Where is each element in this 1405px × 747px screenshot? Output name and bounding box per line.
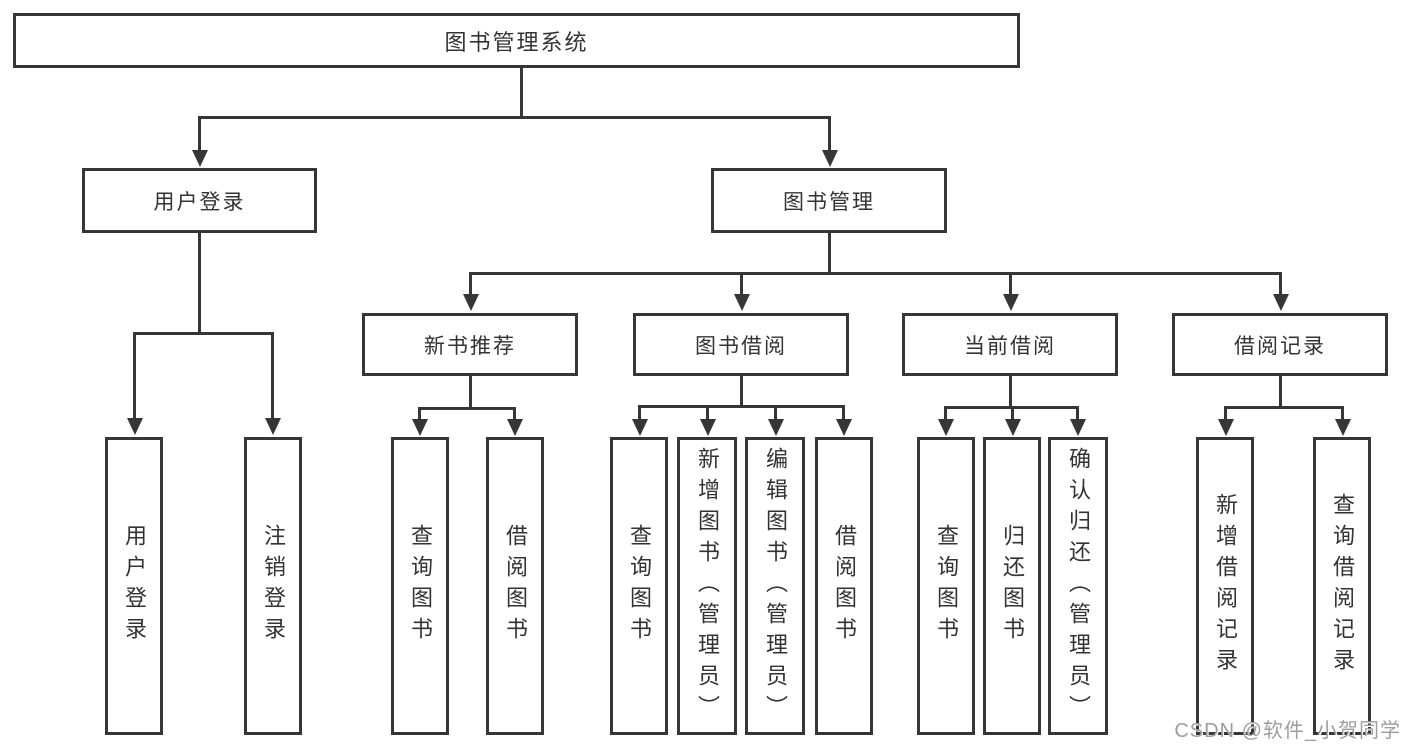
leaf-borrow-book-2: 借阅图书: [815, 437, 873, 735]
connector-arrow-down: [842, 405, 845, 419]
node-borrowing-records: 借阅记录: [1172, 313, 1388, 376]
leaf-add-book-admin: 新增图书（管理员）: [677, 437, 737, 735]
connector-line: [740, 374, 743, 408]
leaf-user-login: 用户登录: [105, 437, 163, 735]
leaf-edit-book-admin: 编辑图书（管理员）: [745, 437, 805, 735]
leaf-label: 查询图书: [934, 524, 959, 648]
connector-arrow-down: [271, 332, 274, 418]
connector-arrow-down: [418, 407, 421, 419]
connector-line: [469, 374, 472, 410]
leaf-add-borrow-record: 新增借阅记录: [1196, 437, 1254, 735]
leaf-logout: 注销登录: [244, 437, 302, 735]
connector-arrow-down: [706, 405, 709, 419]
connector-arrow-down: [1341, 406, 1344, 419]
leaf-label: 查询图书: [627, 524, 652, 648]
leaf-label: 注销登录: [261, 524, 286, 648]
connector-line: [638, 405, 845, 408]
connector-line: [1279, 374, 1282, 409]
connector-line: [469, 272, 1282, 275]
leaf-label: 查询借阅记录: [1330, 493, 1355, 679]
connector-arrow-down: [469, 272, 472, 294]
connector-arrow-down: [513, 407, 516, 419]
leaf-label: 用户登录: [122, 524, 147, 648]
leaf-label: 归还图书: [1000, 524, 1025, 648]
connector-arrow-down: [1011, 406, 1014, 419]
connector-arrow-down: [740, 272, 743, 294]
leaf-confirm-return-admin: 确认归还（管理员）: [1048, 437, 1108, 735]
connector-line: [198, 116, 831, 119]
connector-line: [828, 231, 831, 275]
node-user-login: 用户登录: [82, 168, 317, 233]
connector-arrow-down: [1076, 406, 1079, 419]
connector-arrow-down: [1224, 406, 1227, 419]
connector-arrow-down: [133, 332, 136, 418]
connector-line: [198, 231, 201, 335]
node-book-management: 图书管理: [711, 168, 947, 233]
leaf-label: 查询图书: [408, 524, 433, 648]
leaf-return-book: 归还图书: [983, 437, 1041, 735]
connector-arrow-down: [1009, 272, 1012, 294]
leaf-borrow-book-1: 借阅图书: [486, 437, 544, 735]
connector-arrow-down: [1279, 272, 1282, 294]
connector-arrow-down: [638, 405, 641, 419]
leaf-query-book-3: 查询图书: [917, 437, 975, 735]
connector-arrow-down: [774, 405, 777, 419]
node-new-book-recommend: 新书推荐: [362, 313, 578, 376]
connector-line: [520, 66, 523, 119]
connector-line: [1224, 406, 1343, 409]
leaf-query-book-2: 查询图书: [610, 437, 668, 735]
connector-arrow-down: [828, 116, 831, 150]
connector-arrow-down: [944, 406, 947, 419]
leaf-query-borrow-record: 查询借阅记录: [1313, 437, 1371, 735]
leaf-query-book-1: 查询图书: [391, 437, 449, 735]
leaf-label: 编辑图书（管理员）: [763, 446, 788, 726]
node-current-borrowing: 当前借阅: [902, 313, 1118, 376]
leaf-label: 新增图书（管理员）: [695, 446, 720, 726]
leaf-label: 确认归还（管理员）: [1066, 446, 1091, 726]
node-book-borrowing: 图书借阅: [633, 313, 849, 376]
connector-arrow-down: [198, 116, 201, 150]
connector-line: [133, 332, 274, 335]
watermark: CSDN @软件_小贺同学: [1174, 720, 1401, 742]
connector-line: [1009, 374, 1012, 409]
leaf-label: 借阅图书: [832, 524, 857, 648]
connector-line: [418, 407, 516, 410]
node-library-system: 图书管理系统: [13, 13, 1020, 68]
leaf-label: 新增借阅记录: [1213, 493, 1238, 679]
leaf-label: 借阅图书: [503, 524, 528, 648]
